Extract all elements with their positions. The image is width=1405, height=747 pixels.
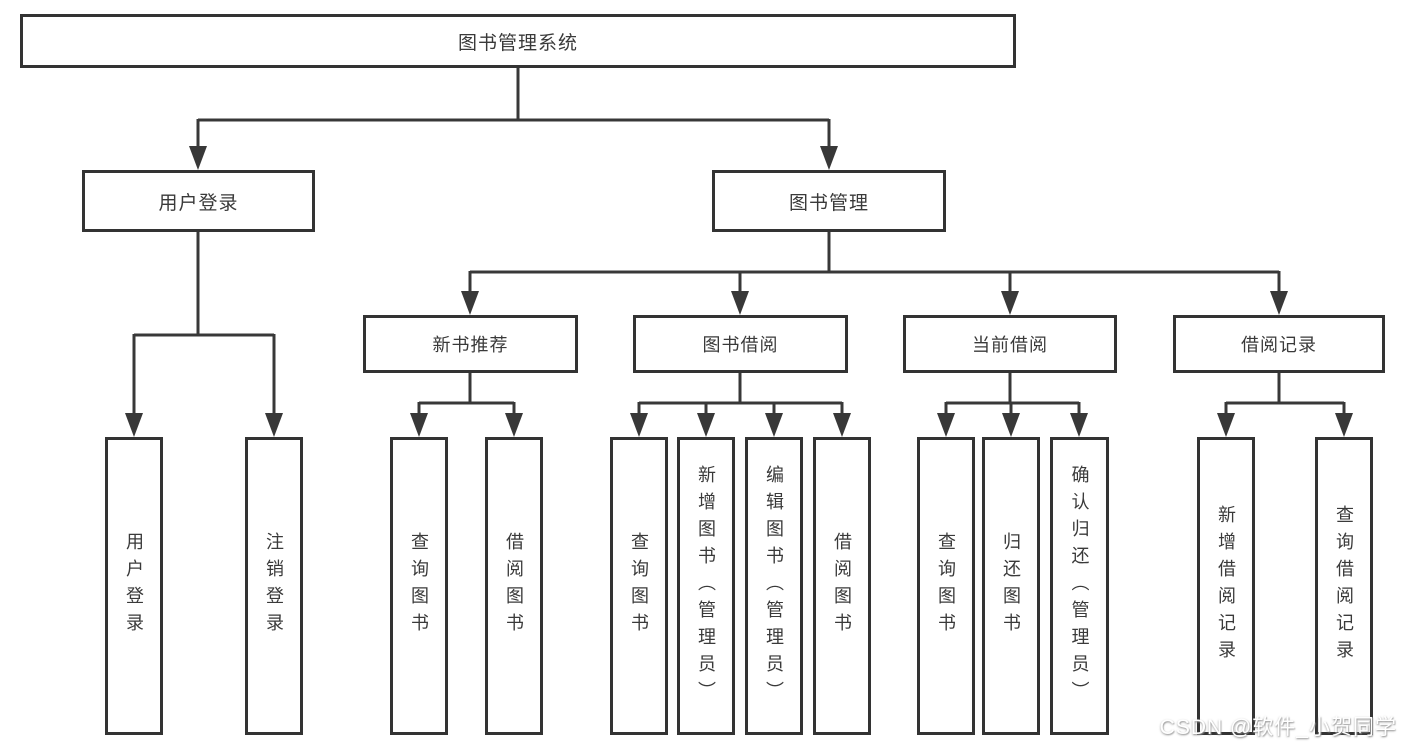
- node-leaf-return-books: 归还图书: [982, 437, 1040, 735]
- edge-root-to-level2: [189, 68, 838, 170]
- node-label: 用户登录: [158, 192, 239, 214]
- node-label: 查询图书: [936, 532, 956, 640]
- node-leaf-query-books: 查询图书: [610, 437, 668, 735]
- node-leaf-borrow-books: 借阅图书: [813, 437, 871, 735]
- node-book-management: 图书管理: [712, 170, 946, 232]
- edge-current-borrow-to-leaves: [937, 373, 1088, 437]
- node-label: 新增借阅记录: [1216, 505, 1236, 667]
- node-label: 编辑图书（管理员）: [764, 464, 784, 708]
- node-new-book-recommendation: 新书推荐: [363, 315, 578, 373]
- node-label: 借阅图书: [504, 532, 524, 640]
- edge-book-management-to-level3: [461, 232, 1288, 315]
- edge-records-to-leaves: [1217, 373, 1353, 437]
- node-leaf-logout: 注销登录: [245, 437, 303, 735]
- node-label: 图书管理系统: [457, 32, 578, 54]
- node-label: 借阅记录: [1241, 335, 1317, 355]
- node-leaf-add-borrow-record: 新增借阅记录: [1197, 437, 1255, 735]
- node-label: 注销登录: [264, 532, 284, 640]
- node-leaf-add-books-admin: 新增图书（管理员）: [677, 437, 735, 735]
- node-label: 查询图书: [409, 532, 429, 640]
- node-label: 确认归还（管理员）: [1069, 464, 1090, 708]
- node-label: 用户登录: [124, 532, 144, 640]
- node-label: 新书推荐: [432, 335, 509, 355]
- node-label: 新增图书（管理员）: [696, 464, 716, 708]
- node-label: 查询借阅记录: [1334, 505, 1354, 667]
- node-leaf-query-borrow-record: 查询借阅记录: [1315, 437, 1373, 735]
- node-borrow-records: 借阅记录: [1173, 315, 1385, 373]
- node-library-management-system: 图书管理系统: [20, 14, 1016, 68]
- node-leaf-user-login: 用户登录: [105, 437, 163, 735]
- edge-book-borrow-to-leaves: [630, 373, 851, 437]
- node-label: 归还图书: [1001, 532, 1021, 640]
- node-label: 借阅图书: [832, 532, 852, 640]
- node-leaf-query-books-recommend: 查询图书: [390, 437, 448, 735]
- csdn-watermark: CSDN @软件_小贺同学: [1159, 716, 1397, 739]
- node-book-borrowing: 图书借阅: [633, 315, 848, 373]
- edge-new-book-to-leaves: [410, 373, 523, 437]
- node-user-login: 用户登录: [82, 170, 315, 232]
- node-current-borrowing: 当前借阅: [903, 315, 1117, 373]
- node-leaf-query-books-current: 查询图书: [917, 437, 975, 735]
- node-leaf-borrow-books-recommend: 借阅图书: [485, 437, 543, 735]
- node-leaf-confirm-return-admin: 确认归还（管理员）: [1050, 437, 1109, 735]
- node-label: 查询图书: [629, 532, 649, 640]
- node-label: 图书借阅: [702, 335, 779, 355]
- node-leaf-edit-books-admin: 编辑图书（管理员）: [745, 437, 803, 735]
- node-label: 当前借阅: [972, 335, 1048, 355]
- node-label: 图书管理: [788, 192, 869, 214]
- edge-user-login-to-leaves: [125, 232, 283, 437]
